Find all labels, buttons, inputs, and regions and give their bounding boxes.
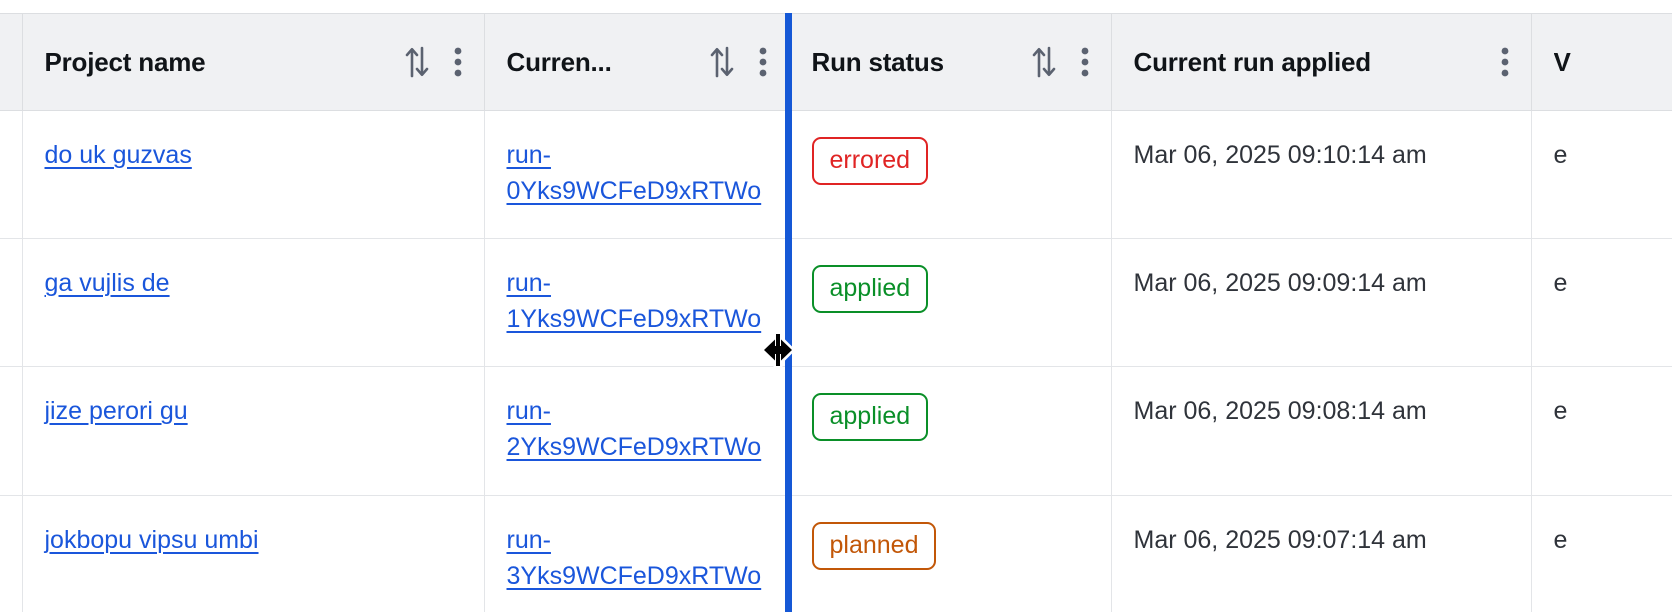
column-header-row-select-gutter[interactable] — [0, 13, 23, 111]
column-header-label-current-run: Curren... — [506, 46, 612, 77]
status-badge: applied — [811, 393, 929, 441]
row-select-gutter-cell[interactable] — [0, 366, 23, 496]
table-body: do uk guzvas run-0Yks9WCFeD9xRTWo errore… — [0, 110, 1672, 612]
status-badge: errored — [811, 137, 929, 185]
cell-current-run-applied: Mar 06, 2025 09:09:14 am — [1111, 238, 1532, 367]
cell-run-status: planned — [789, 495, 1112, 612]
current-run-link[interactable]: run-0Yks9WCFeD9xRTWo — [506, 141, 762, 206]
cell-current-run-applied: Mar 06, 2025 09:07:14 am — [1111, 495, 1532, 612]
table-row[interactable]: ga vujlis de run-1Yks9WCFeD9xRTWo applie… — [0, 238, 1672, 367]
table-row[interactable]: jokbopu vipsu umbi run-3Yks9WCFeD9xRTWo … — [0, 495, 1672, 612]
sort-arrows-icon[interactable] — [709, 45, 735, 79]
cell-current-run: run-3Yks9WCFeD9xRTWo — [484, 495, 790, 612]
clipped-cell-text: e — [1553, 269, 1568, 297]
sort-arrows-icon[interactable] — [1031, 45, 1057, 79]
cell-run-status: applied — [789, 238, 1112, 367]
cell-project-name: do uk guzvas — [22, 110, 485, 239]
cell-current-run: run-1Yks9WCFeD9xRTWo — [484, 238, 790, 367]
projects-table: Project name — [0, 13, 1672, 612]
cell-clipped-column: e — [1531, 110, 1672, 239]
column-header-clipped-column[interactable]: V — [1531, 13, 1672, 111]
sort-arrows-icon[interactable] — [404, 45, 430, 79]
current-run-applied-timestamp: Mar 06, 2025 09:09:14 am — [1133, 269, 1427, 297]
current-run-link[interactable]: run-1Yks9WCFeD9xRTWo — [506, 269, 762, 334]
kebab-menu-icon[interactable] — [1081, 45, 1089, 79]
table-row[interactable]: do uk guzvas run-0Yks9WCFeD9xRTWo errore… — [0, 110, 1672, 239]
current-run-link[interactable]: run-2Yks9WCFeD9xRTWo — [506, 397, 762, 462]
kebab-menu-icon[interactable] — [759, 45, 767, 79]
cell-project-name: jize perori gu — [22, 366, 485, 496]
column-header-run-status[interactable]: Run status — [789, 13, 1112, 111]
cell-current-run: run-2Yks9WCFeD9xRTWo — [484, 366, 790, 496]
cell-project-name: jokbopu vipsu umbi — [22, 495, 485, 612]
column-header-project-name[interactable]: Project name — [22, 13, 485, 111]
kebab-menu-icon[interactable] — [454, 45, 462, 79]
column-header-label-project-name: Project name — [44, 46, 206, 77]
column-header-current-run-applied[interactable]: Current run applied — [1111, 13, 1532, 111]
status-badge: planned — [811, 522, 937, 570]
table-row[interactable]: jize perori gu run-2Yks9WCFeD9xRTWo appl… — [0, 366, 1672, 496]
table-header: Project name — [0, 13, 1672, 111]
project-name-link[interactable]: do uk guzvas — [44, 141, 192, 169]
cell-clipped-column: e — [1531, 366, 1672, 496]
project-name-link[interactable]: jokbopu vipsu umbi — [44, 526, 259, 554]
cell-clipped-column: e — [1531, 495, 1672, 612]
current-run-applied-timestamp: Mar 06, 2025 09:08:14 am — [1133, 397, 1427, 425]
column-header-label-clipped-column: V — [1553, 46, 1571, 77]
status-badge: applied — [811, 265, 929, 313]
table-top-gutter — [0, 0, 1672, 13]
current-run-link[interactable]: run-3Yks9WCFeD9xRTWo — [506, 526, 762, 591]
row-select-gutter-cell[interactable] — [0, 495, 23, 612]
current-run-applied-timestamp: Mar 06, 2025 09:07:14 am — [1133, 526, 1427, 554]
clipped-cell-text: e — [1553, 141, 1568, 169]
header-row: Project name — [0, 13, 1672, 111]
cell-run-status: applied — [789, 366, 1112, 496]
clipped-cell-text: e — [1553, 526, 1568, 554]
column-header-current-run[interactable]: Curren... — [484, 13, 790, 111]
column-header-label-run-status: Run status — [811, 46, 944, 77]
row-select-gutter-cell[interactable] — [0, 238, 23, 367]
project-name-link[interactable]: jize perori gu — [44, 397, 188, 425]
column-header-label-current-run-applied: Current run applied — [1133, 46, 1371, 77]
cell-current-run: run-0Yks9WCFeD9xRTWo — [484, 110, 790, 239]
cell-project-name: ga vujlis de — [22, 238, 485, 367]
cell-clipped-column: e — [1531, 238, 1672, 367]
cell-current-run-applied: Mar 06, 2025 09:08:14 am — [1111, 366, 1532, 496]
row-select-gutter-cell[interactable] — [0, 110, 23, 239]
kebab-menu-icon[interactable] — [1501, 45, 1509, 79]
current-run-applied-timestamp: Mar 06, 2025 09:10:14 am — [1133, 141, 1427, 169]
cell-run-status: errored — [789, 110, 1112, 239]
project-name-link[interactable]: ga vujlis de — [44, 269, 170, 297]
clipped-cell-text: e — [1553, 397, 1568, 425]
cell-current-run-applied: Mar 06, 2025 09:10:14 am — [1111, 110, 1532, 239]
